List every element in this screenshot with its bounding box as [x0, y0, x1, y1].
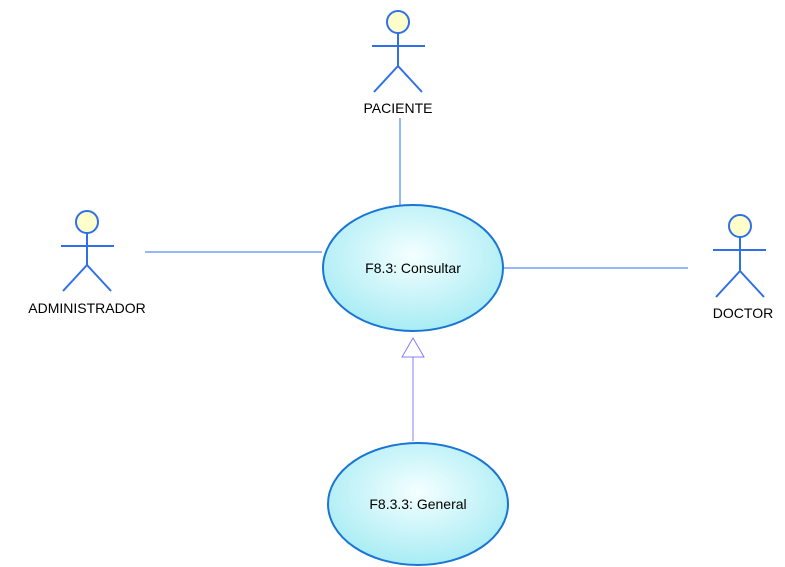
actor-label-administrador: ADMINISTRADOR: [28, 300, 145, 316]
actor-label-doctor: DOCTOR: [713, 305, 773, 321]
actor-label-paciente: PACIENTE: [364, 100, 433, 116]
use-case-label-consultar: F8.3: Consultar: [365, 260, 461, 276]
actor-right-leg: [397, 65, 423, 93]
actor-head: [386, 10, 410, 34]
use-case-ellipse: [327, 442, 509, 566]
actor-head: [75, 210, 99, 234]
actor-paciente[interactable]: PACIENTE: [364, 10, 433, 116]
actor-administrador[interactable]: ADMINISTRADOR: [28, 210, 146, 316]
actor-left-leg: [373, 65, 399, 93]
generalization-arrowhead: [401, 337, 425, 358]
use-case-ellipse: [322, 204, 504, 332]
actor-doctor[interactable]: DOCTOR: [713, 214, 773, 321]
actor-head: [728, 214, 752, 238]
use-case-general[interactable]: F8.3.3: General: [327, 442, 509, 566]
actor-left-leg: [62, 264, 88, 292]
actor-right-leg: [739, 270, 765, 298]
actor-left-leg: [715, 270, 741, 298]
use-case-consultar[interactable]: F8.3: Consultar: [322, 204, 504, 332]
actor-right-leg: [86, 264, 112, 292]
use-case-label-general: F8.3.3: General: [369, 496, 466, 512]
